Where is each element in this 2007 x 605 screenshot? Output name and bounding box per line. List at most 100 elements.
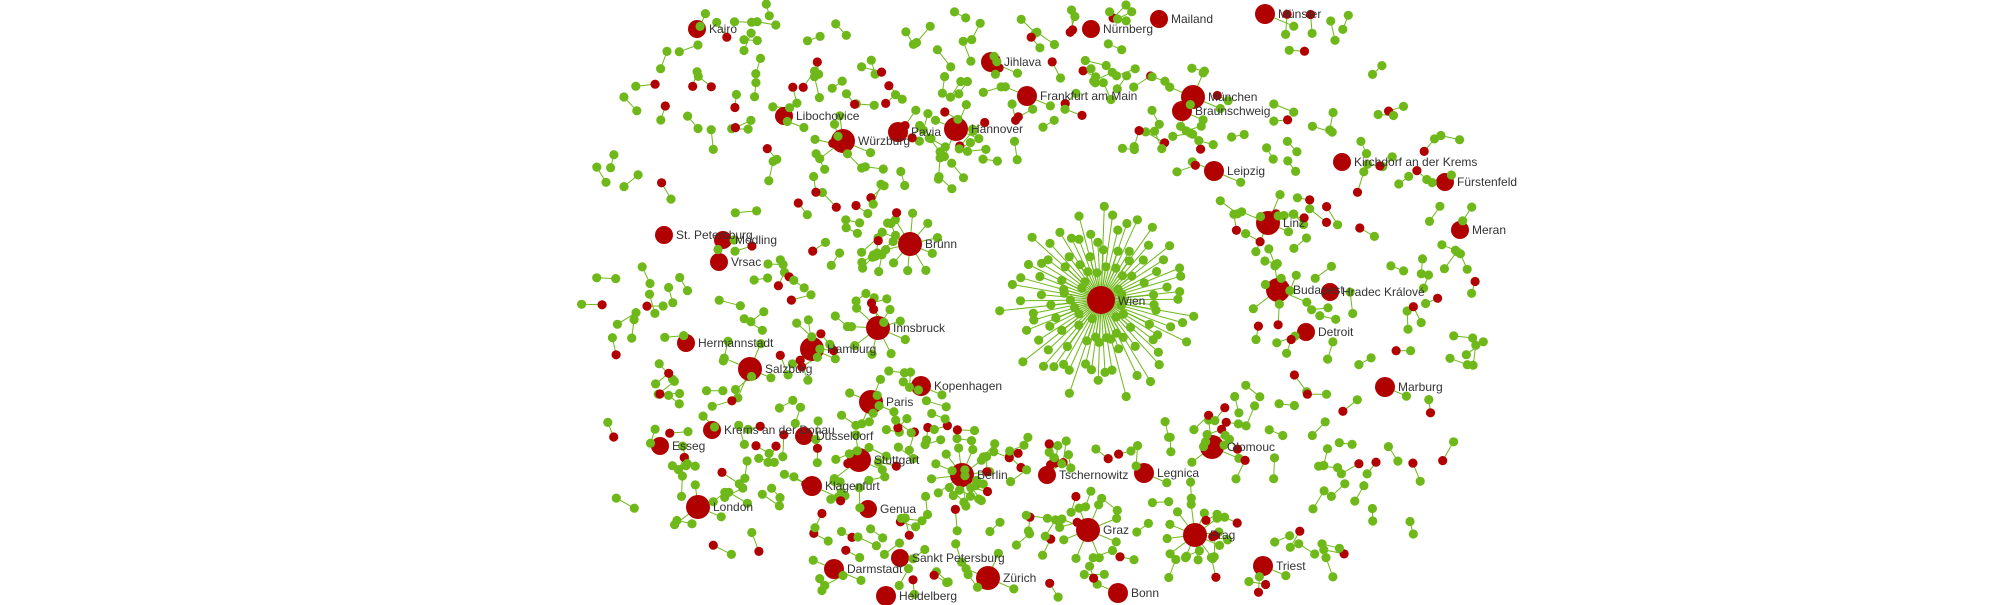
person-node: [662, 46, 672, 57]
person-node: [811, 149, 821, 159]
person-node: [1147, 222, 1157, 232]
person-node: [1053, 592, 1063, 602]
person-node: [1317, 539, 1327, 549]
city-node-salzburg: [738, 357, 762, 381]
person-node: [1168, 131, 1178, 141]
person-node: [1202, 430, 1212, 440]
person-node: [981, 144, 991, 154]
person-node: [815, 31, 825, 41]
person-node: [841, 223, 851, 233]
person-node: [1100, 367, 1110, 377]
place-node: [982, 486, 993, 497]
person-node: [1186, 477, 1196, 487]
city-node-leipzig: [1204, 161, 1224, 181]
person-node: [920, 440, 930, 450]
person-node: [864, 442, 874, 453]
person-node: [1187, 63, 1197, 73]
person-node: [1424, 395, 1434, 405]
person-node: [739, 439, 750, 449]
person-node: [1326, 16, 1336, 26]
place-node: [730, 102, 740, 113]
city-label-krems-an-der-donau: Krems an der Donau: [724, 423, 835, 437]
person-node: [1333, 463, 1343, 473]
city-label-triest: Triest: [1276, 559, 1306, 573]
person-node: [1193, 555, 1203, 565]
person-node: [890, 90, 901, 100]
person-node: [759, 307, 769, 317]
person-node: [656, 64, 666, 74]
person-node: [961, 13, 971, 23]
place-node: [1302, 389, 1312, 399]
person-node: [654, 359, 664, 369]
place-node: [1013, 112, 1023, 122]
person-node: [942, 577, 952, 588]
person-node: [808, 555, 818, 565]
person-node: [1064, 365, 1074, 375]
person-node: [1022, 465, 1032, 475]
place-node: [775, 350, 785, 360]
person-node: [726, 549, 737, 560]
person-node: [1212, 509, 1222, 519]
person-node: [1055, 227, 1065, 237]
person-node: [1345, 287, 1355, 297]
person-node: [682, 286, 693, 296]
person-node: [817, 187, 828, 198]
person-node: [1350, 496, 1360, 506]
person-node: [1423, 270, 1434, 280]
person-node: [934, 172, 944, 182]
person-node: [660, 332, 670, 342]
person-node: [1129, 555, 1139, 565]
person-node: [1023, 259, 1034, 270]
person-node: [893, 442, 904, 452]
person-node: [1105, 7, 1115, 17]
place-node: [1044, 439, 1054, 449]
person-node: [667, 461, 678, 471]
person-node: [764, 448, 774, 458]
person-node: [1122, 218, 1132, 229]
city-node-london: [686, 495, 710, 519]
city-label-d-sseldorf: Düsseldorf: [816, 429, 874, 443]
person-node: [1248, 304, 1258, 314]
person-node: [1377, 61, 1387, 71]
person-node: [1181, 551, 1192, 561]
person-node: [730, 384, 741, 395]
person-node: [755, 53, 766, 64]
person-node: [1127, 271, 1137, 281]
person-node: [815, 344, 825, 354]
city-label-jihlava: Jihlava: [1004, 55, 1042, 69]
person-node: [1016, 273, 1026, 283]
person-node: [1196, 121, 1206, 131]
place-node: [982, 467, 992, 477]
place-node: [843, 458, 853, 469]
person-node: [963, 569, 973, 580]
person-node: [716, 512, 726, 522]
person-node: [952, 433, 962, 444]
place-node: [812, 443, 823, 453]
person-node: [1283, 156, 1293, 166]
place-node: [1253, 587, 1264, 597]
place-node: [609, 432, 619, 442]
person-node: [900, 334, 910, 345]
person-node: [1276, 273, 1286, 283]
place-node: [1425, 408, 1436, 418]
place-node: [597, 300, 607, 310]
person-node: [1283, 227, 1294, 237]
city-label-vrsac: Vrsac: [731, 255, 761, 269]
person-node: [1061, 436, 1071, 446]
city-node-esseg: [651, 437, 669, 455]
person-node: [1089, 76, 1099, 86]
person-node: [713, 244, 723, 255]
person-node: [1320, 417, 1330, 427]
city-label-m-nchen: München: [1208, 90, 1257, 104]
person-node: [690, 461, 700, 471]
person-node: [761, 0, 771, 9]
place-node: [873, 236, 883, 246]
person-node: [911, 105, 921, 115]
person-node: [1049, 362, 1059, 372]
person-node: [876, 179, 886, 189]
person-node: [1133, 441, 1143, 451]
person-node: [1016, 14, 1026, 24]
person-node: [700, 9, 711, 19]
place-node: [708, 540, 718, 550]
